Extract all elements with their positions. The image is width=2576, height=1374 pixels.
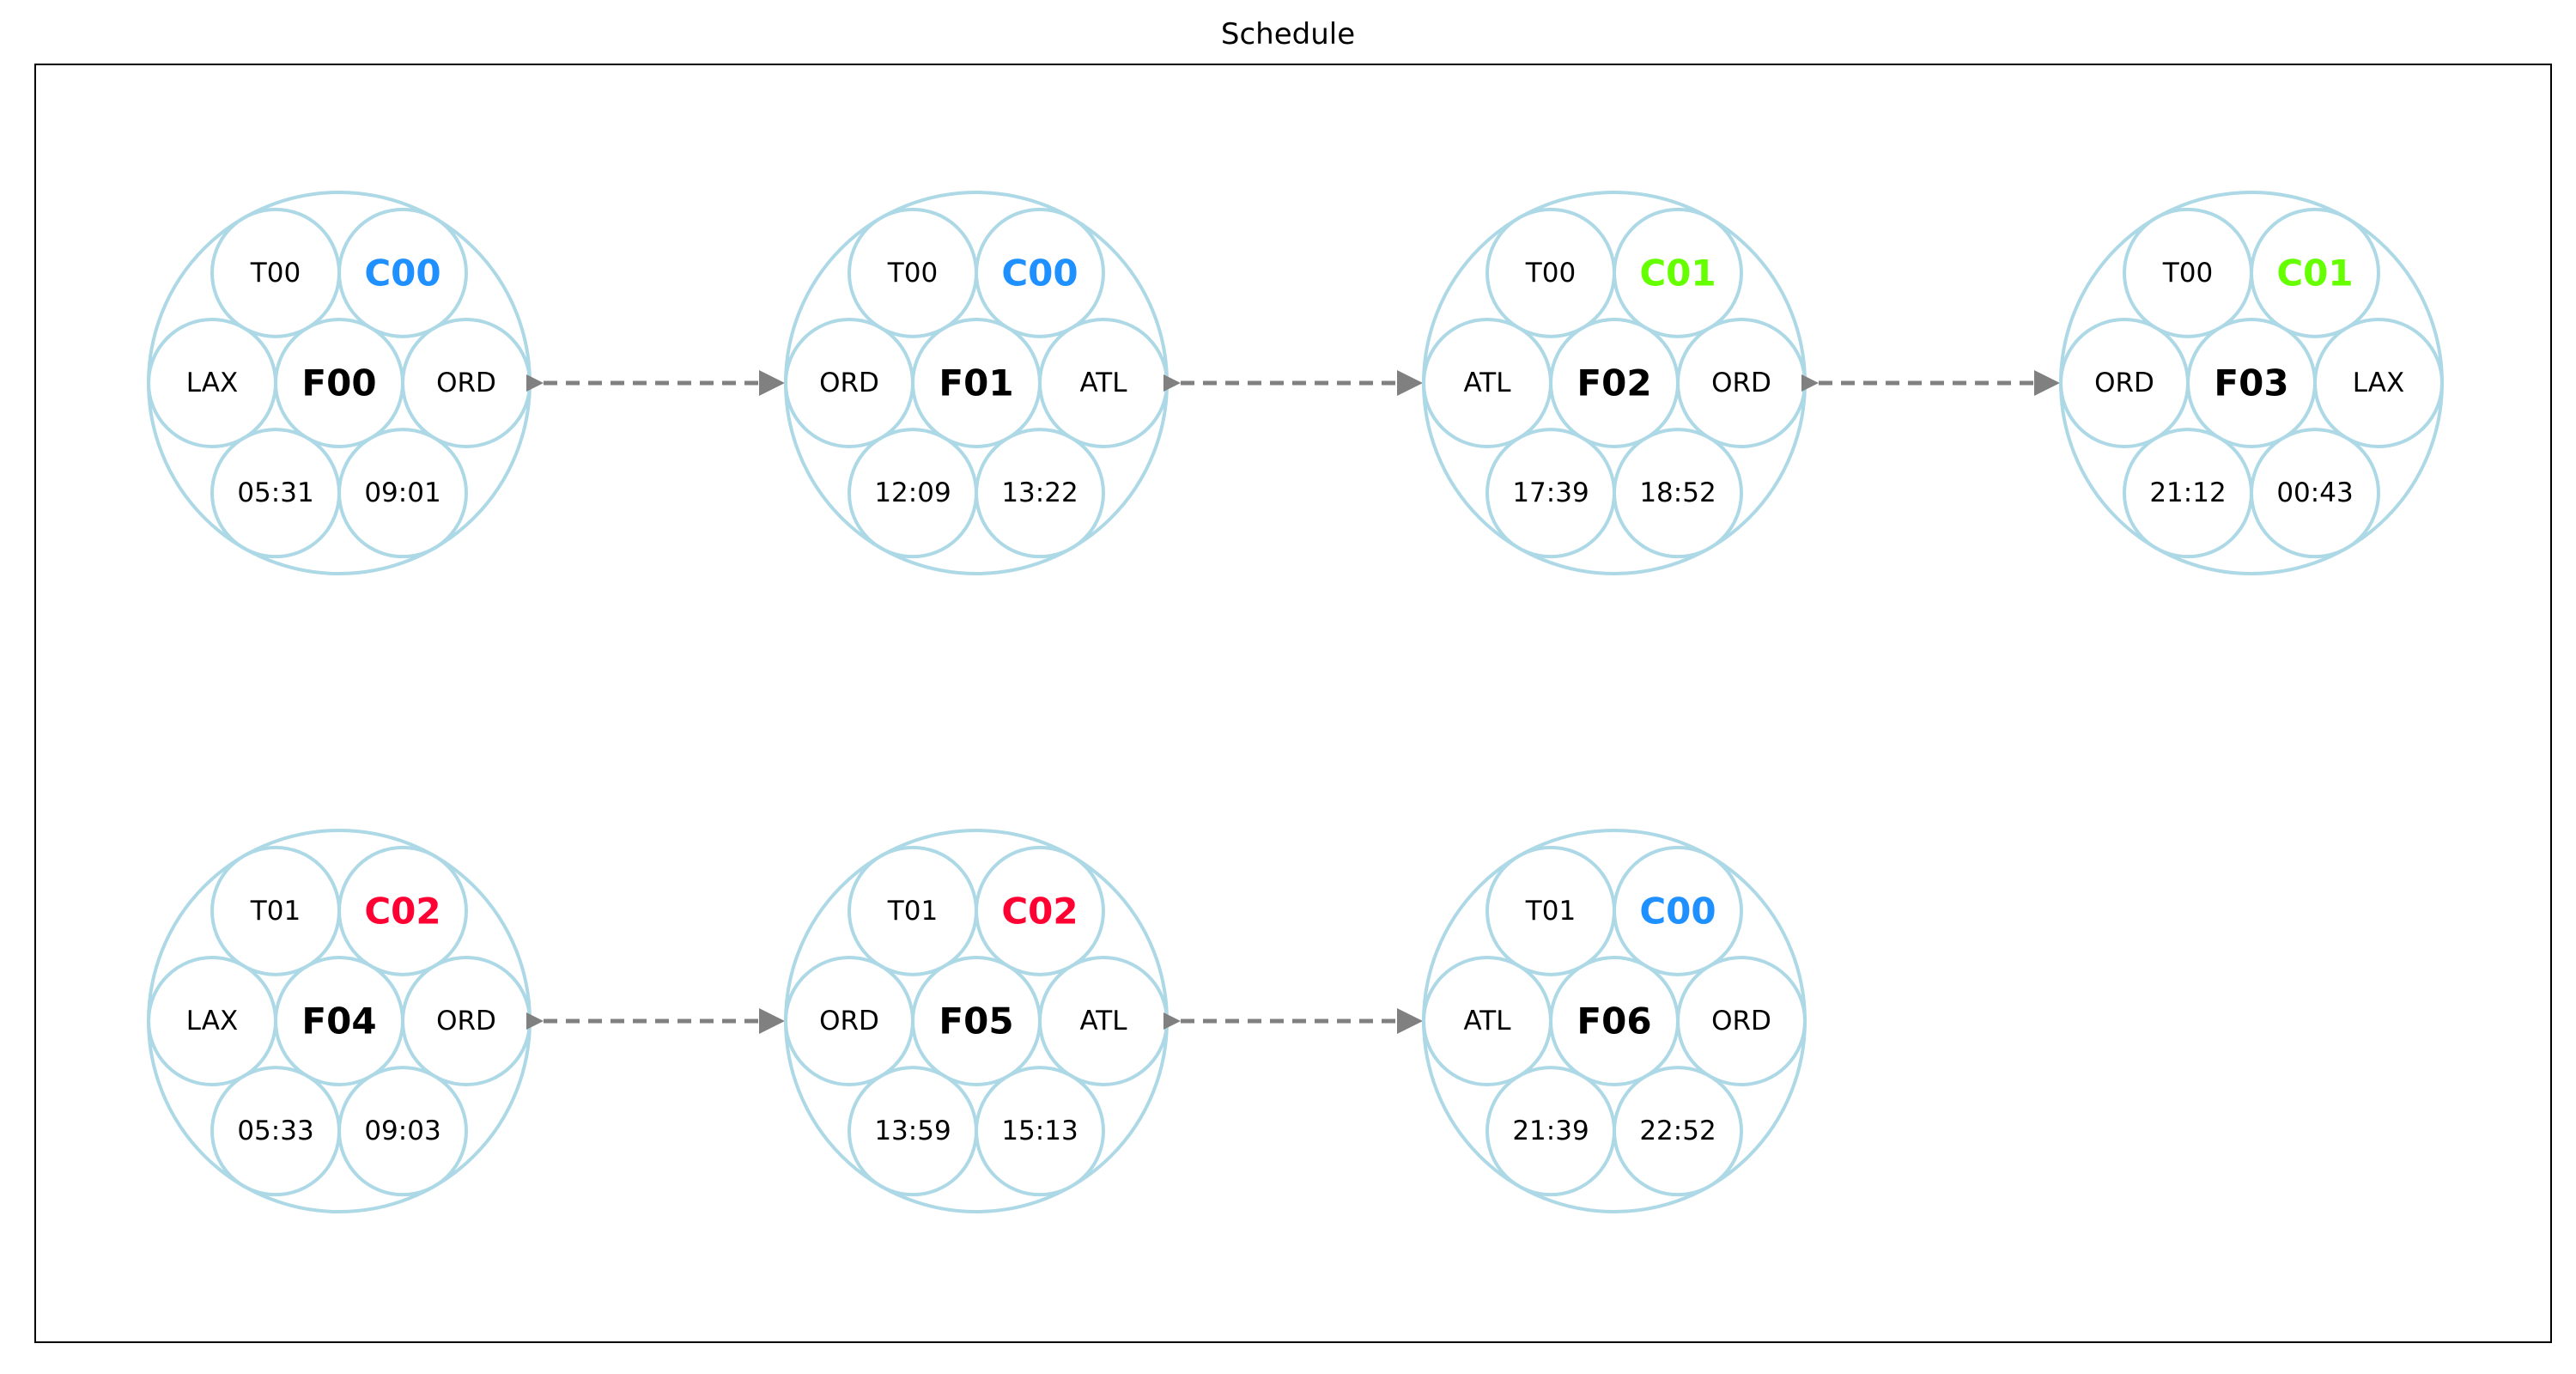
crew-id-circle (2250, 207, 2380, 338)
arrival-time-circle (975, 428, 1105, 559)
destination-airport: ORD (1711, 1006, 1771, 1037)
crew-id-circle (1613, 845, 1743, 976)
connector-start-arrowhead (1163, 374, 1181, 392)
diagram-frame (34, 64, 2552, 1343)
arrival-time: 00:43 (2276, 477, 2353, 508)
flight-id: F02 (1577, 362, 1651, 404)
crew-id: C02 (1001, 890, 1078, 932)
flight-id: F05 (939, 1000, 1013, 1043)
crew-id-circle (975, 207, 1105, 338)
arrival-time-circle (1613, 1066, 1743, 1197)
origin-airport: ATL (1463, 368, 1511, 398)
departure-time: 17:39 (1512, 477, 1589, 508)
departure-time: 21:12 (2149, 477, 2226, 508)
destination-airport: ORD (436, 368, 496, 398)
arrival-time-circle (337, 428, 468, 559)
connector-start-arrowhead (526, 374, 544, 392)
destination-airport: LAX (2353, 368, 2404, 398)
origin-airport: ORD (819, 1006, 879, 1037)
destination-airport-circle (2313, 318, 2444, 448)
origin-airport: ATL (1463, 1006, 1511, 1037)
origin-airport: ORD (2094, 368, 2154, 398)
destination-airport: ORD (1711, 368, 1771, 398)
connector-start-arrowhead (1163, 1012, 1181, 1030)
flight-id: F04 (301, 1000, 376, 1043)
tail-number: T01 (1525, 896, 1576, 927)
crew-id: C01 (1639, 252, 1716, 294)
departure-time: 21:39 (1512, 1116, 1589, 1146)
arrival-time: 09:03 (364, 1116, 440, 1146)
crew-id-circle (337, 207, 468, 338)
origin-airport: LAX (186, 1006, 238, 1037)
departure-time: 12:09 (874, 477, 951, 508)
connector-start-arrowhead (526, 1012, 544, 1030)
tail-number: T00 (887, 258, 938, 289)
departure-time: 05:31 (237, 477, 313, 508)
tail-number: T00 (250, 258, 301, 289)
crew-id-circle (975, 845, 1105, 976)
origin-airport: LAX (186, 368, 238, 398)
departure-time: 13:59 (874, 1116, 951, 1146)
crew-id: C00 (364, 252, 440, 294)
tail-number: T00 (1525, 258, 1576, 289)
crew-id: C01 (2276, 252, 2353, 294)
arrival-time-circle (975, 1066, 1105, 1197)
crew-id: C00 (1001, 252, 1078, 294)
arrival-time-circle (337, 1066, 468, 1197)
arrival-time-circle (2250, 428, 2380, 559)
flight-id: F00 (301, 362, 376, 404)
arrival-time: 22:52 (1639, 1116, 1716, 1146)
destination-airport-circle (1676, 956, 1807, 1086)
departure-time: 05:33 (237, 1116, 313, 1146)
tail-number: T00 (2162, 258, 2213, 289)
tail-number: T01 (250, 896, 301, 927)
arrival-time: 13:22 (1001, 477, 1078, 508)
arrival-time: 15:13 (1001, 1116, 1078, 1146)
arrival-time-circle (1613, 428, 1743, 559)
arrival-time: 09:01 (364, 477, 440, 508)
chart-title: Schedule (1220, 17, 1356, 52)
origin-airport: ORD (819, 368, 879, 398)
flight-id: F01 (939, 362, 1013, 404)
flight-id: F03 (2214, 362, 2288, 404)
destination-airport: ATL (1079, 368, 1127, 398)
crew-id: C00 (1639, 890, 1716, 932)
connector-start-arrowhead (1801, 374, 1819, 392)
flight-id: F06 (1577, 1000, 1651, 1043)
crew-id: C02 (364, 890, 440, 932)
crew-id-circle (337, 845, 468, 976)
destination-airport: ORD (436, 1006, 496, 1037)
arrival-time: 18:52 (1639, 477, 1716, 508)
tail-number: T01 (887, 896, 938, 927)
destination-airport: ATL (1079, 1006, 1127, 1037)
crew-id-circle (1613, 207, 1743, 338)
